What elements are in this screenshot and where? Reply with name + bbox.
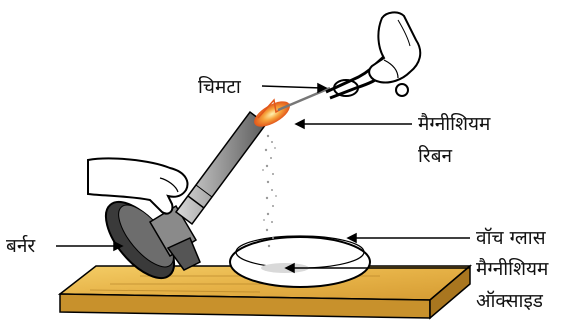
label-tongs: चिमटा <box>198 76 241 98</box>
label-magnesium-ribbon-line2: रिबन <box>418 145 452 167</box>
hand-left-icon <box>88 158 187 213</box>
hand-right-icon <box>369 12 420 82</box>
magnesium-ribbon <box>278 88 330 110</box>
label-magnesium-oxide-line2: ऑक्साइड <box>476 290 543 312</box>
watch-glass-icon <box>230 236 370 287</box>
pointer-tongs <box>262 86 322 88</box>
falling-ash <box>262 135 277 247</box>
label-magnesium-oxide-line1: मैग्नीशियम <box>476 258 548 280</box>
label-watch-glass: वॉच ग्लास <box>476 227 546 249</box>
label-magnesium-ribbon-line1: मैग्नीशियम <box>418 113 490 135</box>
label-burner: बर्नर <box>6 235 35 257</box>
